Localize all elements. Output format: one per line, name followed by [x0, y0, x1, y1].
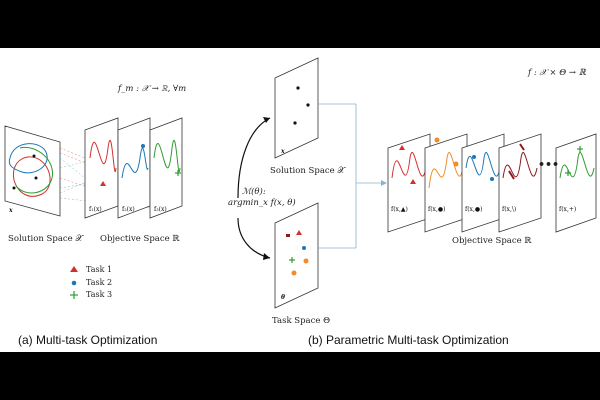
param-solution-plane — [274, 57, 319, 159]
objective-plane-2 — [117, 117, 151, 219]
param-objective-planes — [387, 133, 597, 233]
objective-curve-1 — [89, 139, 117, 172]
param-func-label-2: f(x,●) — [428, 206, 446, 213]
task3-marker — [175, 170, 181, 176]
task3-legend-marker — [70, 291, 78, 299]
task1-solution-curve — [12, 156, 51, 197]
solution-point — [306, 103, 310, 107]
param-func-label-5: f(x,+) — [559, 206, 577, 213]
task-marker — [291, 270, 297, 276]
task-space-plane — [274, 202, 319, 309]
arrow-head — [263, 253, 270, 260]
objective-plane-3 — [149, 117, 183, 219]
objective-curve-2 — [121, 147, 149, 179]
solution-space-plane — [4, 125, 61, 217]
legend-task1: Task 1 — [86, 265, 113, 274]
task-marker — [296, 230, 302, 235]
solution-point — [296, 86, 300, 90]
left-formula: f_m : 𝒳 → ℝ, ∀m — [118, 84, 187, 94]
connector-lines — [318, 103, 385, 249]
solution-point — [293, 121, 297, 125]
ellipsis: ••• — [538, 158, 560, 171]
objective-plane-1 — [84, 117, 119, 219]
task2-legend-marker — [71, 280, 77, 286]
objective-curve-3 — [153, 139, 181, 172]
param-objective-label: Objective Space ℝ — [452, 236, 532, 246]
task3-solution-curve — [15, 146, 53, 194]
mapping-line-1: ℳ(θ): — [242, 187, 266, 197]
param-solution-label: Solution Space 𝒳 — [270, 166, 345, 176]
caption-left: (a) Multi-task Optimization — [18, 333, 158, 347]
task-marker — [303, 258, 309, 264]
mapping-line-2: argmin_x f(x, θ) — [228, 198, 296, 208]
func-label-2: f₂(x) — [122, 206, 135, 213]
task1-legend-marker — [70, 266, 78, 272]
solution-point — [12, 186, 16, 190]
objective-space-label: Objective Space ℝ — [100, 234, 180, 244]
task-marker — [286, 234, 290, 237]
arrow-head — [263, 117, 270, 123]
param-func-label-3: f(x,●) — [465, 206, 483, 213]
legend-task2: Task 2 — [86, 278, 113, 287]
right-formula: f : 𝒳 × Θ → ℝ — [528, 68, 586, 78]
diagram-canvas — [4, 57, 597, 309]
mapping-arrow-up — [237, 117, 271, 199]
solution-point — [32, 154, 36, 158]
task2-solution-curve — [8, 143, 48, 174]
func-label-3: f₃(x) — [154, 206, 167, 213]
task-space-label: Task Space Θ — [272, 316, 331, 326]
task-marker — [289, 257, 295, 263]
legend-task3: Task 3 — [86, 290, 113, 299]
figure-panel: f_m : 𝒳 → ℝ, ∀m x f₁(x) f₂(x) f₃(x) Solu… — [0, 48, 600, 352]
task2-marker — [141, 144, 145, 148]
arrow-head — [381, 180, 387, 186]
param-func-label-4: f(x,\) — [502, 206, 517, 213]
x-marker: x — [9, 207, 13, 214]
caption-right: (b) Parametric Multi-task Optimization — [308, 333, 509, 347]
solution-point — [34, 176, 38, 180]
mapping-arrow-down — [237, 217, 271, 259]
solution-space-label: Solution Space 𝒳 — [8, 234, 83, 244]
func-label-1: f₁(x) — [89, 206, 102, 213]
param-x-marker: x — [281, 148, 285, 155]
theta-marker: θ — [281, 294, 286, 301]
task1-marker — [100, 181, 106, 186]
param-func-label-1: f(x,▲) — [391, 206, 408, 213]
task-marker — [302, 246, 306, 250]
